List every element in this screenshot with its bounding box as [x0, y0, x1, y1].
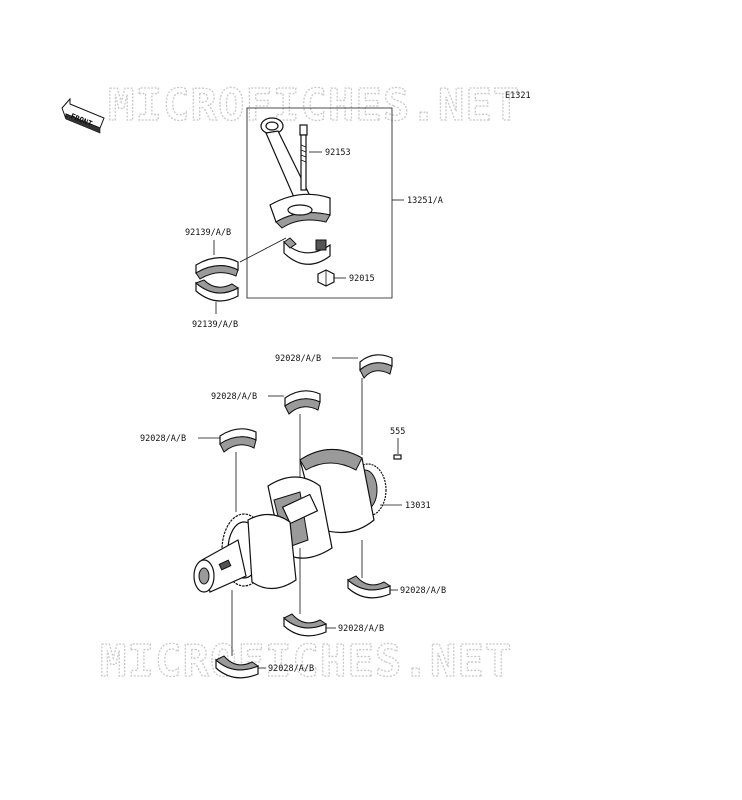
rod-bearing-cap	[283, 237, 331, 265]
nut	[317, 269, 335, 287]
bolt	[299, 124, 308, 191]
label-92028-5: 92028/A/B	[338, 624, 384, 634]
crankshaft	[193, 448, 387, 593]
label-92139-lower: 92139/A/B	[192, 320, 238, 330]
watermark-top: MICROFICHES.NET	[108, 80, 520, 131]
connecting-rod	[260, 117, 331, 229]
label-555: 555	[390, 427, 405, 437]
label-92028-4: 92028/A/B	[400, 586, 446, 596]
label-13251: 13251/A	[407, 196, 443, 206]
watermark-bottom: MICROFICHES.NET	[100, 636, 512, 687]
main-bearing-4	[347, 575, 392, 599]
rod-bearing-upper	[195, 257, 239, 280]
rod-bearing-lower	[195, 279, 239, 302]
main-bearing-2	[284, 390, 321, 415]
label-92028-2: 92028/A/B	[211, 392, 257, 402]
label-92153: 92153	[325, 148, 351, 158]
label-13031: 13031	[405, 501, 431, 511]
rod-assy-bracket	[246, 107, 393, 299]
label-92028-1: 92028/A/B	[275, 354, 321, 364]
label-92028-3: 92028/A/B	[140, 434, 186, 444]
label-92015: 92015	[349, 274, 375, 284]
label-92139-upper: 92139/A/B	[185, 228, 231, 238]
label-92028-6: 92028/A/B	[268, 664, 314, 674]
main-bearing-1	[359, 354, 393, 379]
main-bearing-5	[283, 613, 328, 637]
pin	[393, 454, 402, 460]
main-bearing-3	[219, 428, 257, 453]
diagram-code: E1321	[505, 91, 531, 101]
main-bearing-6	[215, 655, 260, 679]
front-arrow-icon: FRONT	[61, 97, 105, 134]
